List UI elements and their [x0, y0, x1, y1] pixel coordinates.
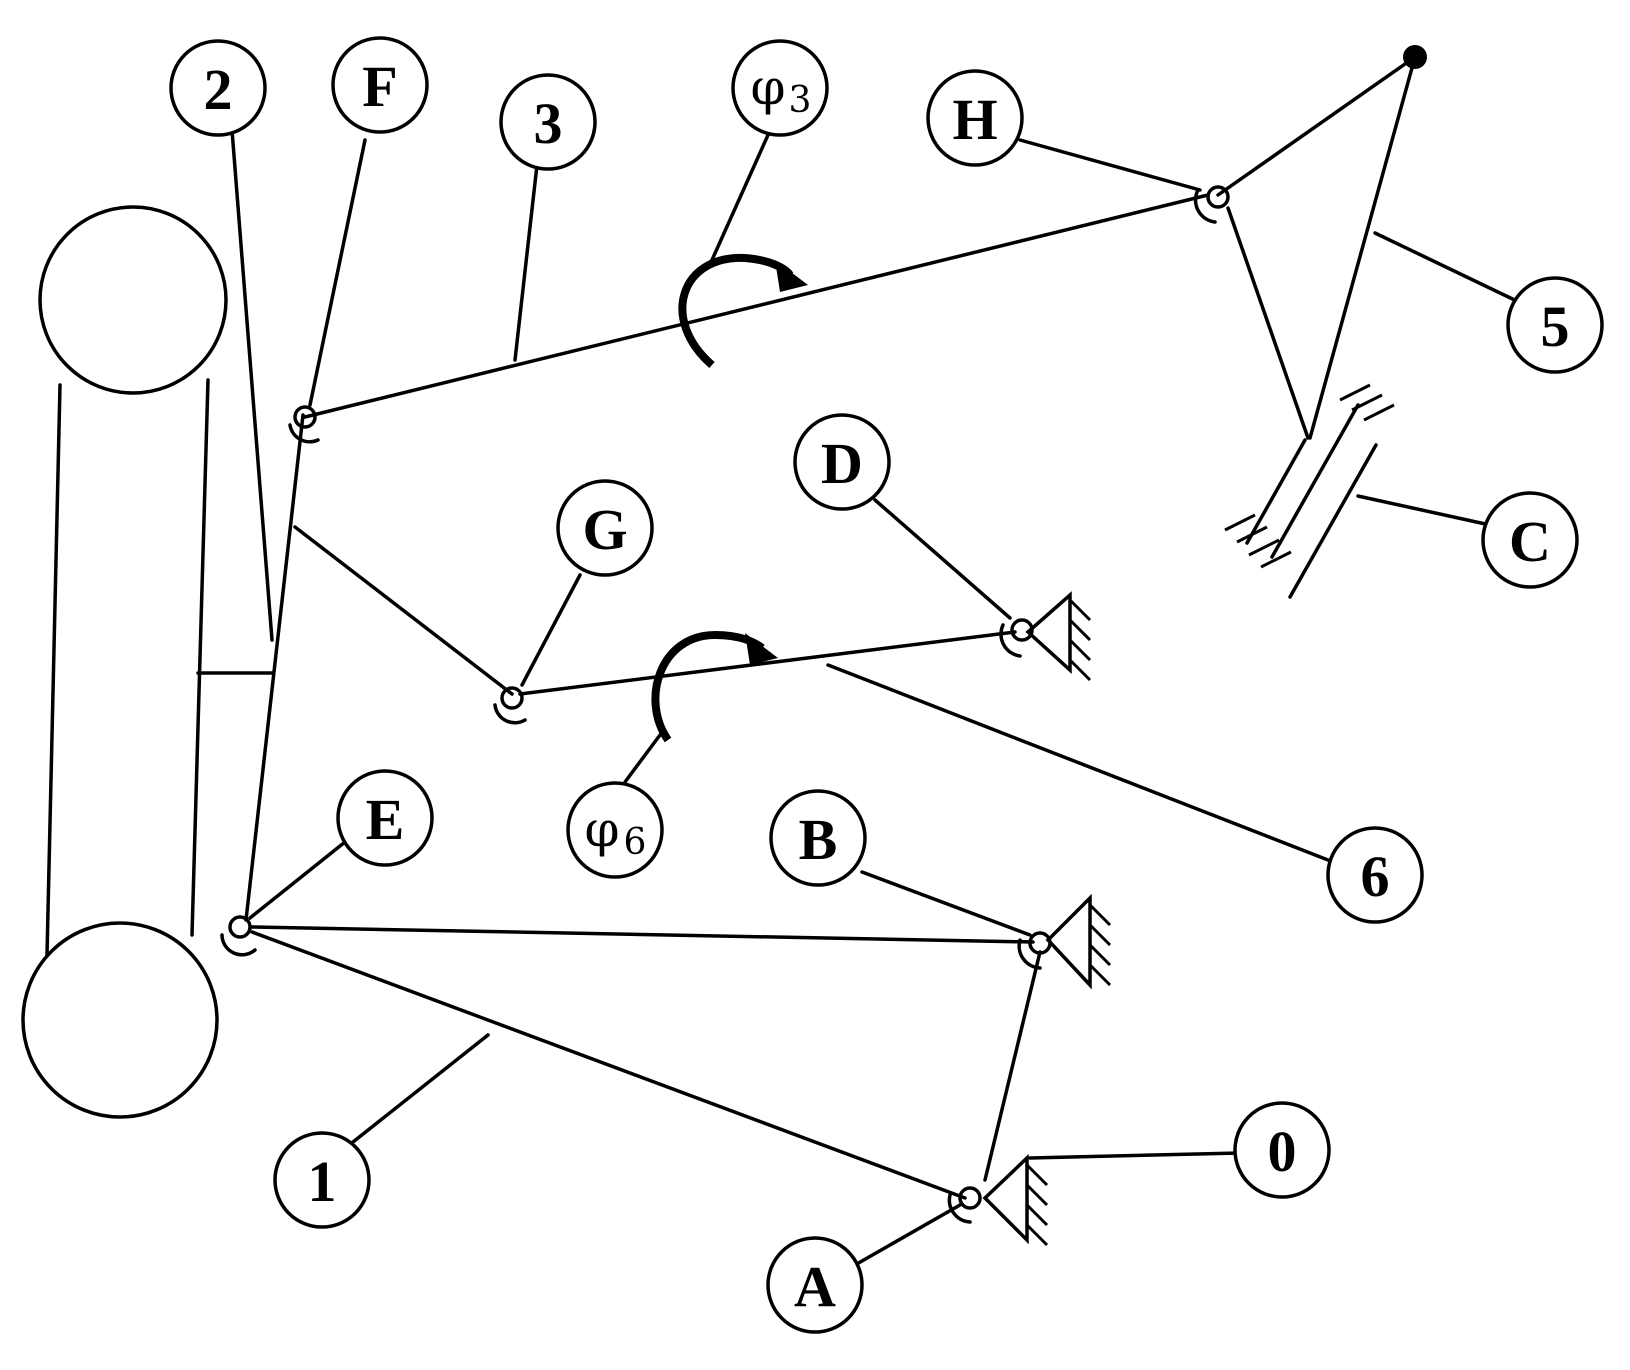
link-6-member	[518, 630, 1017, 696]
joint-e-pin	[220, 915, 257, 957]
link-ba	[983, 950, 1042, 1182]
joint-b-pin	[1017, 931, 1052, 970]
label-1: 1	[273, 1131, 371, 1229]
label-3-text: 3	[534, 91, 563, 156]
joint-d-pin	[999, 618, 1034, 658]
label-2: 2	[169, 39, 267, 137]
label-h-text: H	[952, 87, 997, 152]
slider-c	[1224, 383, 1395, 599]
joints	[220, 45, 1427, 1224]
frame-right-edge	[190, 378, 210, 937]
label-phi6: φ 6	[566, 781, 664, 879]
slider-hatch	[1351, 393, 1383, 412]
phi3-symbol: φ	[750, 58, 785, 116]
slider-rail	[1245, 438, 1307, 545]
label-2-text: 2	[204, 57, 233, 122]
label-6: 6	[1326, 826, 1424, 924]
slider-hatch	[1248, 538, 1280, 557]
slider-hatch	[1260, 550, 1292, 569]
lower-pulley	[21, 921, 219, 1119]
label-3: 3	[499, 73, 597, 171]
label-b: B	[769, 789, 867, 887]
slider-hatch	[1363, 403, 1395, 422]
links	[244, 55, 1417, 1200]
phi3-arrowhead	[775, 260, 808, 292]
phi6-symbol: φ	[584, 800, 619, 858]
label-a: A	[766, 1236, 864, 1334]
ground-support-d	[1025, 591, 1092, 682]
upper-pulley	[38, 205, 228, 395]
label-c-text: C	[1509, 509, 1551, 574]
link-5-endpoint-dot	[1403, 45, 1427, 69]
slider-guide-right	[1288, 443, 1378, 599]
phi3-symbol-char: φ	[750, 58, 785, 116]
slider-guide-left	[1270, 403, 1360, 559]
link-1-member	[250, 930, 967, 1200]
slider-hatch	[1224, 513, 1256, 532]
frame-left-edge	[45, 383, 62, 957]
phi6-subscript: 6	[624, 822, 647, 863]
slider-hatch	[1236, 525, 1268, 544]
label-b-text: B	[799, 807, 838, 872]
phi6-rotation-arrow	[651, 630, 778, 743]
joint-f-pin	[288, 405, 320, 444]
link-5-right	[1308, 55, 1417, 440]
label-c: C	[1481, 491, 1579, 589]
joint-h-pin	[1193, 185, 1230, 224]
label-d-text: D	[821, 431, 863, 496]
ground-support-b	[1045, 893, 1112, 990]
label-0: 0	[1233, 1101, 1331, 1199]
label-6-text: 6	[1361, 844, 1390, 909]
phi3-subscript: 3	[789, 80, 812, 121]
link-2-member	[244, 413, 305, 922]
slider-hatch	[1339, 383, 1371, 402]
label-d: D	[793, 413, 891, 511]
joint-a-pin	[947, 1186, 982, 1224]
label-1-text: 1	[308, 1149, 337, 1214]
label-g-text: G	[582, 497, 627, 562]
label-h: H	[926, 69, 1024, 167]
label-f-text: F	[362, 54, 397, 119]
link-3-member	[303, 193, 1210, 419]
label-0-text: 0	[1268, 1119, 1297, 1184]
phi6-symbol-char: φ	[584, 800, 619, 858]
link-5-top	[1216, 55, 1417, 197]
label-phi3: φ 3	[731, 39, 829, 137]
label-5: 5	[1506, 276, 1604, 374]
leader-lines	[230, 128, 1527, 1267]
label-e-text: E	[366, 787, 405, 852]
label-5-text: 5	[1541, 294, 1570, 359]
label-a-text: A	[794, 1254, 836, 1319]
label-f: F	[331, 36, 429, 134]
link-eb	[250, 925, 1035, 944]
link-5-left	[1226, 206, 1310, 440]
pulley-frame	[21, 205, 275, 1119]
label-e: E	[336, 769, 434, 867]
label-g: G	[556, 479, 654, 577]
joint-g-pin	[493, 686, 527, 725]
phi6-arrowhead	[745, 633, 778, 665]
link-fg	[293, 525, 514, 696]
ground-support-a	[982, 1153, 1049, 1247]
phi3-rotation-arrow	[678, 253, 808, 369]
